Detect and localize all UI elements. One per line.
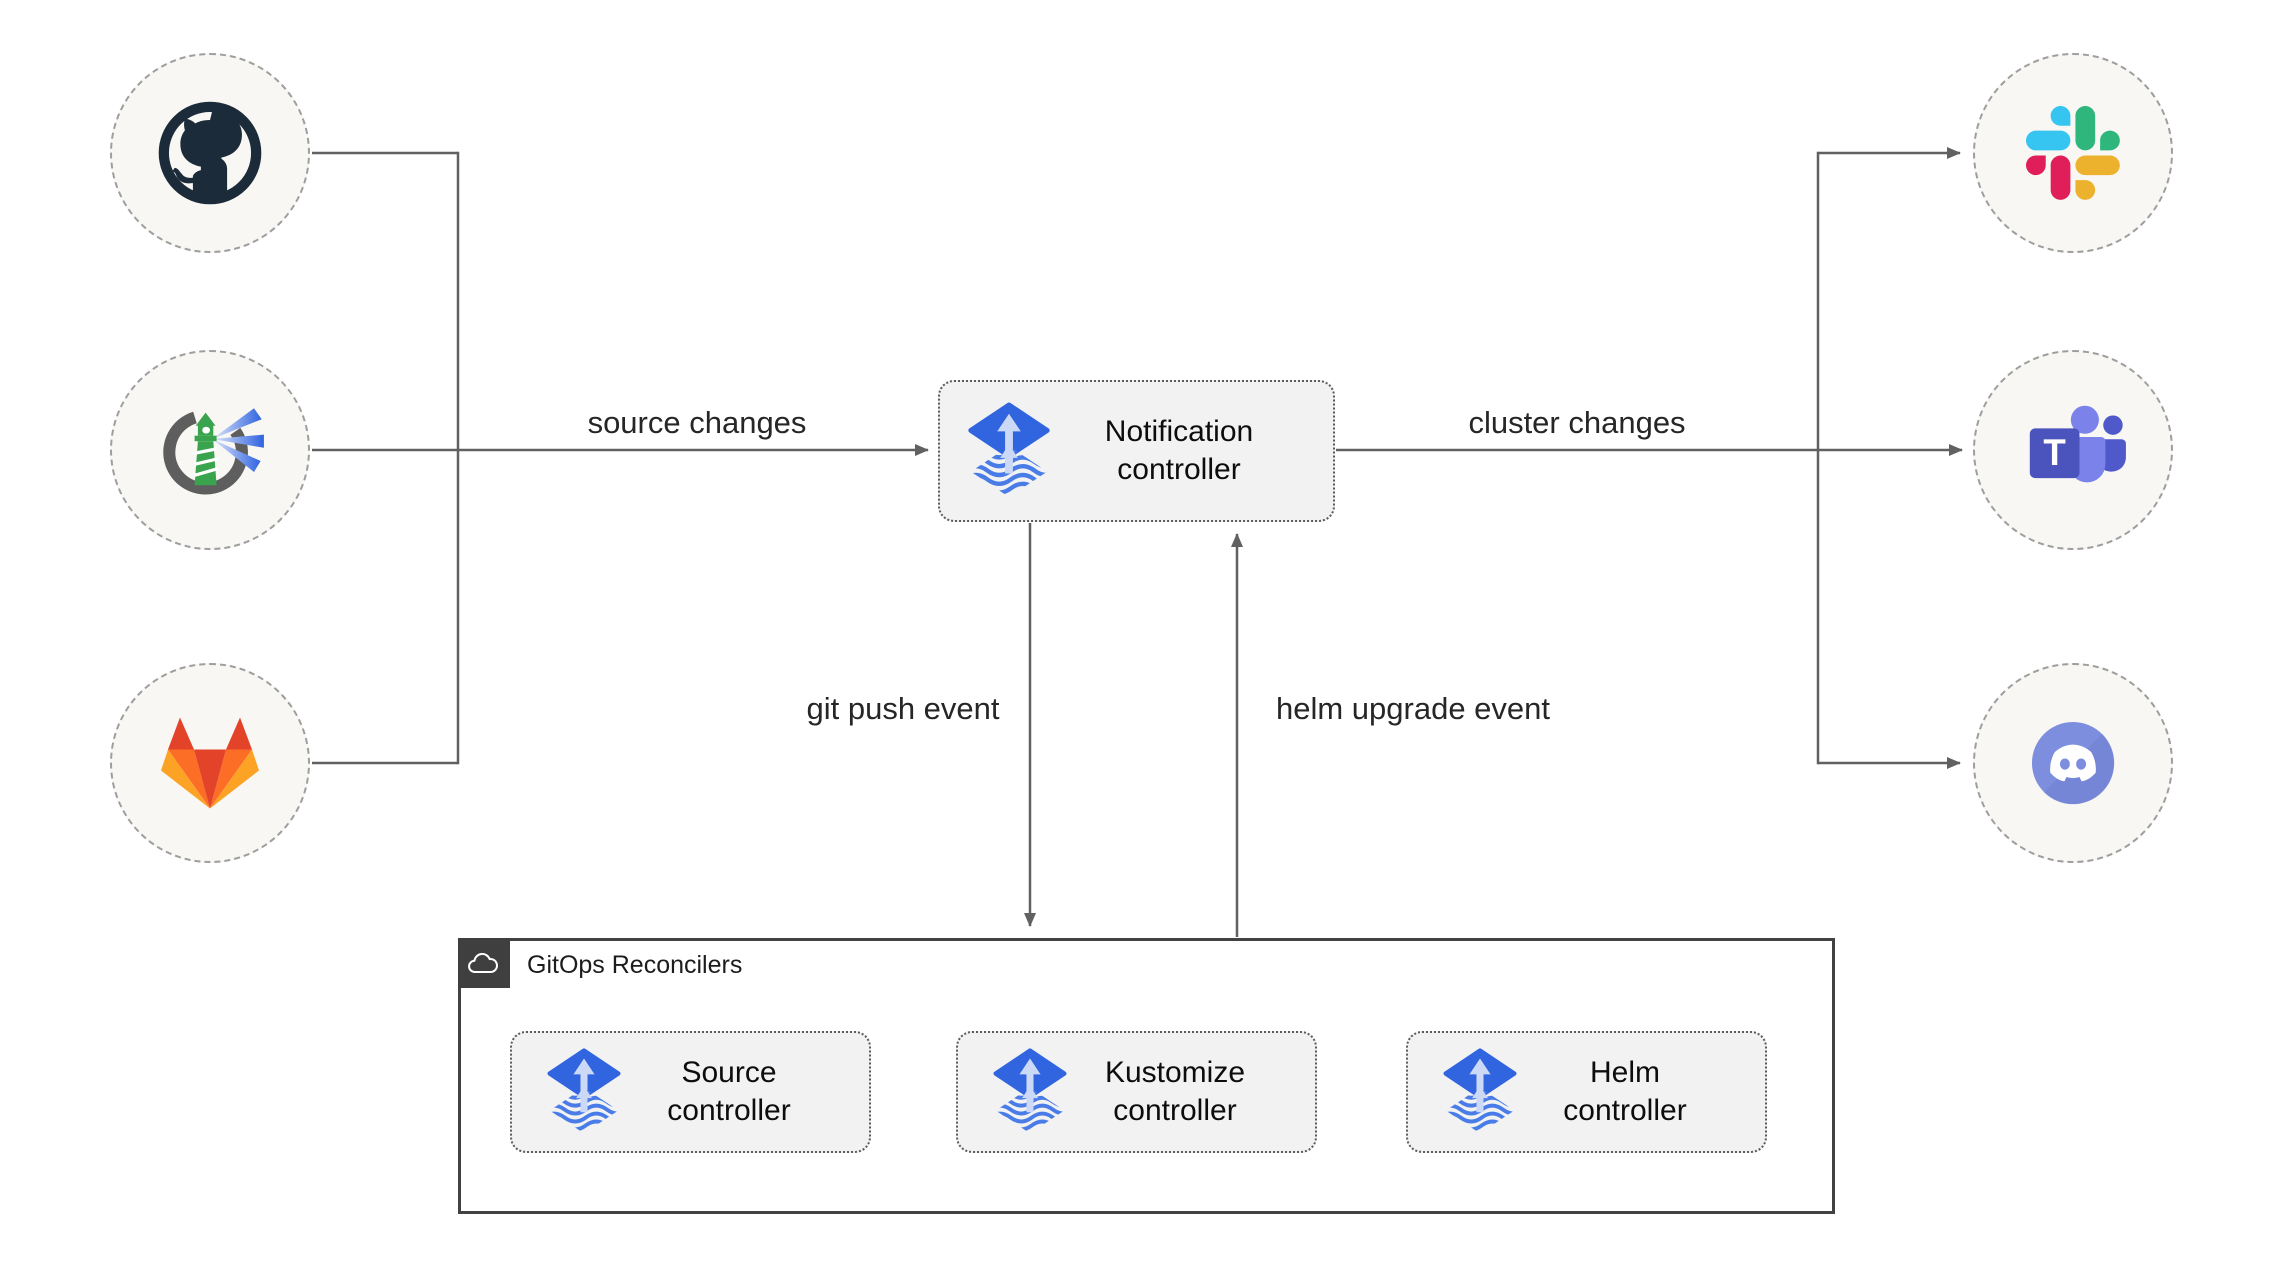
slack-icon <box>2026 106 2120 200</box>
node-gitlab <box>110 663 310 863</box>
group-tab <box>458 938 510 988</box>
cloud-icon <box>468 952 498 974</box>
node-slack <box>1973 53 2173 253</box>
flux-icon <box>1436 1048 1524 1136</box>
node-discord <box>1973 663 2173 863</box>
notification-controller-box: Notification controller <box>938 380 1335 522</box>
gitlab-icon <box>161 717 259 809</box>
notification-controller-label: Notification controller <box>1104 415 1254 486</box>
node-teams: T <box>1973 350 2173 550</box>
edge-label-cluster-changes: cluster changes <box>1468 405 1686 440</box>
edge-label-helm-upgrade-event: helm upgrade event <box>1275 691 1551 726</box>
flux-icon <box>960 402 1058 500</box>
gitops-reconcilers-group: GitOps Reconcilers Source controller Kus… <box>458 938 1835 1214</box>
edge-label-source-changes: source changes <box>587 405 807 440</box>
node-harbor <box>110 350 310 550</box>
discord-icon <box>2031 721 2115 805</box>
github-icon <box>158 101 262 205</box>
group-title: GitOps Reconcilers <box>527 951 743 979</box>
teams-icon: T <box>2029 405 2126 483</box>
kustomize-controller-label: Kustomize controller <box>1104 1056 1246 1127</box>
svg-text:T: T <box>2043 432 2066 473</box>
kustomize-controller-box: Kustomize controller <box>956 1031 1317 1153</box>
helm-controller-box: Helm controller <box>1406 1031 1767 1153</box>
source-controller-box: Source controller <box>510 1031 871 1153</box>
source-controller-label: Source controller <box>667 1056 791 1127</box>
node-github <box>110 53 310 253</box>
edge-label-git-push-event: git push event <box>806 691 1000 726</box>
harbor-icon <box>163 408 264 495</box>
flux-icon <box>540 1048 628 1136</box>
flux-icon <box>986 1048 1074 1136</box>
helm-controller-label: Helm controller <box>1563 1056 1687 1127</box>
